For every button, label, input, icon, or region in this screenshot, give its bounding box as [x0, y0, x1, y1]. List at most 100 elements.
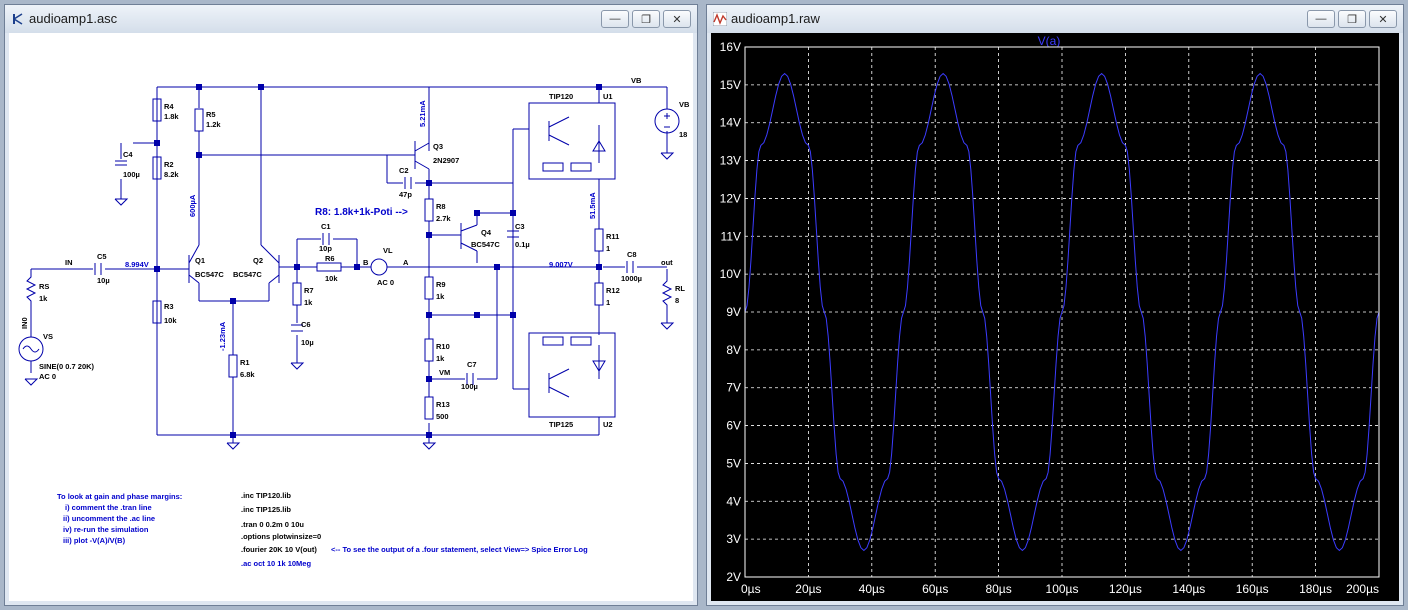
- r3-name: R3: [164, 302, 174, 311]
- y-tick-label: 16V: [720, 40, 741, 54]
- resistor-r10-symbol: [424, 338, 434, 362]
- minimize-icon: —: [1315, 13, 1327, 25]
- c7-name: C7: [467, 360, 477, 369]
- trace-label-va[interactable]: V(a): [1038, 34, 1061, 48]
- y-tick-label: 4V: [726, 494, 741, 508]
- directive-line-4: .options plotwinsize=0: [241, 532, 321, 541]
- resistor-r3-symbol: [152, 300, 162, 324]
- ground-icon: [660, 322, 675, 330]
- r11-value: 1: [606, 244, 610, 253]
- y-tick-label: 15V: [720, 78, 741, 92]
- ground-icon: [114, 198, 129, 206]
- minimize-button[interactable]: —: [1307, 10, 1335, 28]
- close-button[interactable]: ✕: [1369, 10, 1397, 28]
- transistor-q3-symbol: [387, 141, 430, 170]
- restore-button[interactable]: ❐: [1338, 10, 1366, 28]
- schematic-titlebar[interactable]: audioamp1.asc — ❐ ✕: [5, 5, 697, 33]
- r7-name: R7: [304, 286, 314, 295]
- resistor-r11-symbol: [594, 228, 604, 252]
- resistor-r8-symbol: [424, 198, 434, 222]
- annotation-v-out: 9.007V: [549, 260, 573, 269]
- restore-icon: ❐: [641, 13, 651, 26]
- q4-name: Q4: [481, 228, 492, 237]
- r5-name: R5: [206, 110, 216, 119]
- r6-name: R6: [325, 254, 335, 263]
- ground-icon: [226, 442, 241, 450]
- r2-value: 8.2k: [164, 170, 179, 179]
- rs-value: 1k: [39, 294, 48, 303]
- transistor-q4-symbol: [460, 223, 478, 252]
- resistor-rl-symbol: [661, 269, 673, 315]
- c2-name: C2: [399, 166, 409, 175]
- resistor-r1-symbol: [228, 354, 238, 378]
- u1-name: U1: [603, 92, 613, 101]
- r9-value: 1k: [436, 292, 445, 301]
- resistor-r5-symbol: [194, 108, 204, 132]
- resistor-r7-symbol: [292, 282, 302, 306]
- resistor-r13-symbol: [424, 396, 434, 420]
- waveform-chart[interactable]: V(a) 16V15V14V13V12V11V10V9V8V7V6V5V4V3V…: [711, 33, 1399, 601]
- restore-button[interactable]: ❐: [632, 10, 660, 28]
- r13-name: R13: [436, 400, 450, 409]
- schematic-window[interactable]: audioamp1.asc — ❐ ✕: [4, 4, 698, 606]
- c6-value: 10µ: [301, 338, 314, 347]
- r12-value: 1: [606, 298, 610, 307]
- directive-line-3: .tran 0 0.2m 0 10u: [241, 520, 304, 529]
- annotation-i-q1: 600µA: [188, 194, 197, 217]
- schematic-canvas[interactable]: R4 1.8k R5 1.2k R2 8.2k R3 10k R1 6.8k R…: [9, 33, 693, 601]
- net-b-label: B: [363, 258, 369, 267]
- transistor-q1-symbol: [188, 244, 200, 284]
- r3-value: 10k: [164, 316, 177, 325]
- vl-value: AC 0: [377, 278, 394, 287]
- q1-name: Q1: [195, 256, 205, 265]
- vb-value: 18: [679, 130, 687, 139]
- resistor-r4-symbol: [152, 98, 162, 122]
- r8-value: 2.7k: [436, 214, 451, 223]
- q4-value: BC547C: [471, 240, 500, 249]
- y-tick-label: 9V: [726, 305, 741, 319]
- x-tick-label: 160µs: [1236, 582, 1269, 596]
- vs-name: VS: [43, 332, 53, 341]
- y-tick-label: 7V: [726, 381, 741, 395]
- net-vm-label: VM: [439, 368, 450, 377]
- close-icon: ✕: [1378, 13, 1388, 26]
- c2-value: 47p: [399, 190, 412, 199]
- vs-ac: AC 0: [39, 372, 56, 381]
- c3-name: C3: [515, 222, 525, 231]
- c7-value: 100µ: [461, 382, 478, 391]
- y-tick-label: 5V: [726, 456, 741, 470]
- r10-value: 1k: [436, 354, 445, 363]
- comment-line-3: ii) uncomment the .ac line: [63, 514, 155, 523]
- x-tick-label: 200µs: [1346, 582, 1379, 596]
- y-tick-label: 12V: [720, 191, 741, 205]
- ground-icon: [422, 442, 437, 450]
- waveform-icon: [713, 12, 727, 26]
- x-tick-label: 40µs: [859, 582, 885, 596]
- rs-name: RS: [39, 282, 49, 291]
- voltage-source-vs: [18, 336, 44, 362]
- rl-value: 8: [675, 296, 679, 305]
- resistor-r12-symbol: [594, 282, 604, 306]
- close-button[interactable]: ✕: [663, 10, 691, 28]
- r1-name: R1: [240, 358, 250, 367]
- vs-value: SINE(0 0.7 20K): [39, 362, 95, 371]
- plot-frame: [744, 46, 1380, 578]
- directive-line-6: .ac oct 10 1k 10Meg: [241, 559, 311, 568]
- directive-line-2: .inc TIP125.lib: [241, 505, 291, 514]
- trace-va-line[interactable]: [744, 72, 1380, 552]
- rl-name: RL: [675, 284, 685, 293]
- y-tick-label: 2V: [726, 570, 741, 584]
- schematic-drawing[interactable]: R4 1.8k R5 1.2k R2 8.2k R3 10k R1 6.8k R…: [9, 33, 693, 601]
- fourier-note: <-- To see the output of a .four stateme…: [331, 545, 588, 554]
- ground-icon: [660, 152, 675, 160]
- resistor-r2-symbol: [152, 156, 162, 180]
- x-tick-label: 0µs: [741, 582, 761, 596]
- plot-titlebar[interactable]: audioamp1.raw — ❐ ✕: [707, 5, 1403, 33]
- r2-name: R2: [164, 160, 174, 169]
- restore-icon: ❐: [1347, 13, 1357, 26]
- minimize-button[interactable]: —: [601, 10, 629, 28]
